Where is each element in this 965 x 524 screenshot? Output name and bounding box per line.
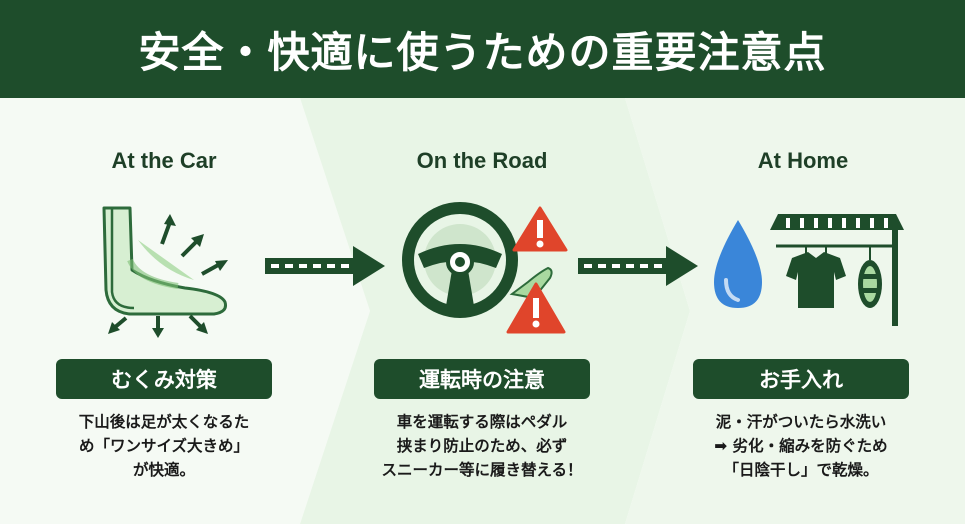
sandal-icon xyxy=(858,246,882,308)
col-title-home: At Home xyxy=(757,148,849,173)
badge-swelling-care: むくみ対策 xyxy=(56,359,272,399)
desc-car-line-2: め「ワンサイズ大きめ」 xyxy=(78,437,250,455)
foot-swelling-icon xyxy=(102,206,228,338)
header-banner: 安全・快適に使うための重要注意点 xyxy=(0,0,965,98)
right-arrow-icon-2 xyxy=(578,246,698,286)
warning-icon xyxy=(512,206,568,252)
col-title-road: On the Road xyxy=(416,148,548,173)
desc-road-line-2: 挟まり防止のため、必ず xyxy=(396,437,568,455)
desc-road: 車を運転する際はペダル 挟まり防止のため、必ず スニーカー等に履き替える！ xyxy=(352,410,612,482)
steering-wheel-warning-icon xyxy=(402,202,568,334)
water-drop-icon xyxy=(714,220,762,308)
desc-home: 泥・汗がついたら水洗い ➡ 劣化・縮みを防ぐため 「日陰干し」で乾燥。 xyxy=(671,410,931,482)
desc-car-line-3: が快適。 xyxy=(132,461,195,479)
page-title: 安全・快適に使うための重要注意点 xyxy=(138,27,827,77)
desc-home-line-1: 泥・汗がついたら水洗い xyxy=(715,413,887,431)
col-title-car: At the Car xyxy=(111,148,217,173)
desc-road-line-3: スニーカー等に履き替える！ xyxy=(381,461,583,479)
t-shirt-icon xyxy=(786,246,846,308)
wash-and-shade-dry-icon xyxy=(714,214,904,326)
desc-car-line-1: 下山後は足が太くなるた xyxy=(78,413,250,431)
badge-driving-caution: 運転時の注意 xyxy=(374,359,590,399)
desc-car: 下山後は足が太くなるた め「ワンサイズ大きめ」 が快適。 xyxy=(34,410,294,482)
desc-road-line-1: 車を運転する際はペダル xyxy=(396,413,568,431)
drying-rack-icon xyxy=(770,214,904,326)
desc-home-line-3: 「日陰干し」で乾燥。 xyxy=(723,461,879,479)
badge-maintenance: お手入れ xyxy=(693,359,909,399)
desc-home-line-2: ➡ 劣化・縮みを防ぐため xyxy=(714,437,888,455)
right-arrow-icon xyxy=(265,246,385,286)
